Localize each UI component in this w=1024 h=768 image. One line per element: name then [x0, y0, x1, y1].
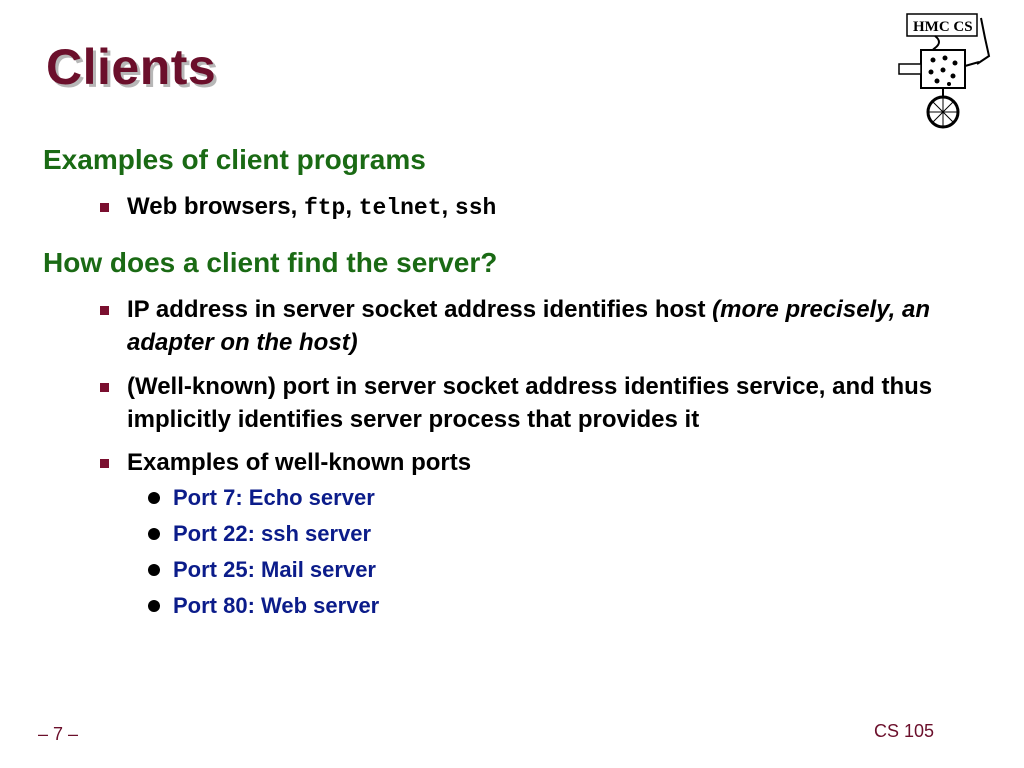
list-item: Port 22: ssh server	[148, 520, 371, 548]
telnet-code: telnet	[358, 195, 442, 221]
section-heading-find-server: How does a client find the server?	[43, 247, 498, 278]
list-item: Port 25: Mail server	[148, 556, 376, 584]
square-bullet-icon	[100, 383, 109, 392]
port-item-text: Port 80: Web server	[173, 593, 380, 618]
bullet-examples-ports: Examples of well-known ports	[100, 446, 980, 479]
bullet-text: IP address in server socket address iden…	[127, 296, 713, 323]
separator: ,	[441, 193, 455, 220]
square-bullet-icon	[100, 203, 109, 212]
list-item: Port 7: Echo server	[148, 484, 375, 512]
round-bullet-icon	[148, 492, 160, 504]
course-label: CS 105	[874, 721, 935, 741]
bullet-text: Examples of well-known ports	[127, 449, 472, 476]
ftp-code: ftp	[303, 195, 346, 221]
bullet-text: Web browsers,	[127, 193, 304, 220]
port-item-text: Port 7: Echo server	[173, 485, 375, 510]
page-number: – 7 –	[38, 724, 79, 744]
round-bullet-icon	[148, 600, 160, 612]
round-bullet-icon	[148, 564, 160, 576]
bullet-italic-note: (more precisely, an adapter on the host)	[127, 296, 931, 356]
robot-logo-icon: HMC CS	[898, 13, 991, 129]
port-item-text: Port 25: Mail server	[173, 557, 376, 582]
hmc-cs-logo: HMC CS	[893, 8, 997, 132]
logo-text: HMC CS	[913, 19, 973, 35]
round-bullet-icon	[148, 528, 160, 540]
bullet-ip-address: IP address in server socket address iden…	[100, 293, 980, 359]
separator: ,	[345, 193, 359, 220]
slide-title: Clients	[46, 39, 217, 95]
square-bullet-icon	[100, 459, 109, 468]
bullet-client-programs: Web browsers, ftp, telnet, ssh	[100, 190, 980, 225]
list-item: Port 80: Web server	[148, 592, 379, 620]
square-bullet-icon	[100, 306, 109, 315]
bullet-text: (Well-known) port in server socket addre…	[127, 373, 933, 433]
section-heading-examples: Examples of client programs	[43, 144, 426, 175]
bullet-well-known-port: (Well-known) port in server socket addre…	[100, 370, 980, 436]
ssh-code: ssh	[454, 195, 497, 221]
port-item-text: Port 22: ssh server	[173, 521, 372, 546]
